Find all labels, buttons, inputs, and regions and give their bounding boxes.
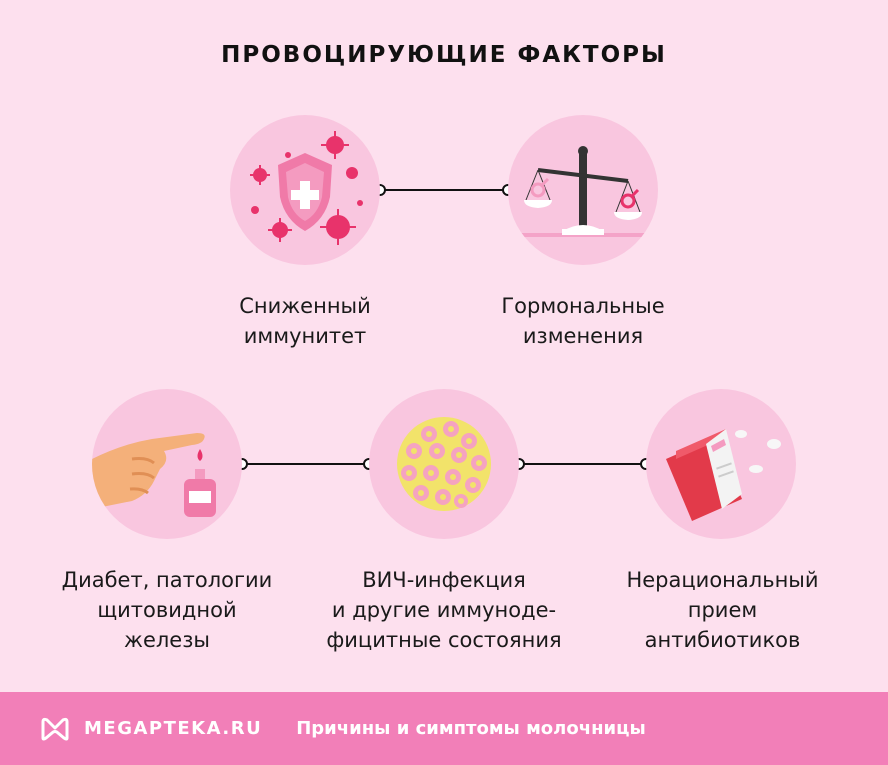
factor-node-hiv: [369, 389, 519, 539]
factor-node-diabetes: [92, 389, 242, 539]
factor-node-hormones: [508, 115, 658, 265]
blood-test-finger-icon: [92, 433, 216, 517]
site-name[interactable]: MEGAPTEKA.RU: [84, 718, 263, 739]
pills-box-icon: [666, 429, 781, 521]
factor-node-immunity: [230, 115, 380, 265]
page-title: ПРОВОЦИРУЮЩИЕ ФАКТОРЫ: [221, 42, 667, 68]
footer-bar: MEGAPTEKA.RU Причины и симптомы молочниц…: [0, 692, 888, 765]
factor-label-antibiotics: Нерациональный прием антибиотиков: [626, 568, 819, 652]
factor-label-hiv: ВИЧ-инфекция и другие иммуноде- фицитные…: [326, 568, 562, 652]
factor-label-immunity: Сниженный иммунитет: [239, 294, 371, 348]
gender-scales-icon: [508, 146, 658, 237]
factor-label-diabetes: Диабет, патологии щитовидной железы: [61, 568, 273, 652]
footer-caption: Причины и симптомы молочницы: [296, 718, 646, 739]
factor-label-hormones: Гормональные изменения: [501, 294, 665, 348]
virus-shield-icon: [250, 131, 363, 245]
cells-sphere-icon: [397, 417, 491, 511]
megapteka-logo-icon: [41, 717, 69, 740]
factor-node-antibiotics: [646, 389, 796, 539]
